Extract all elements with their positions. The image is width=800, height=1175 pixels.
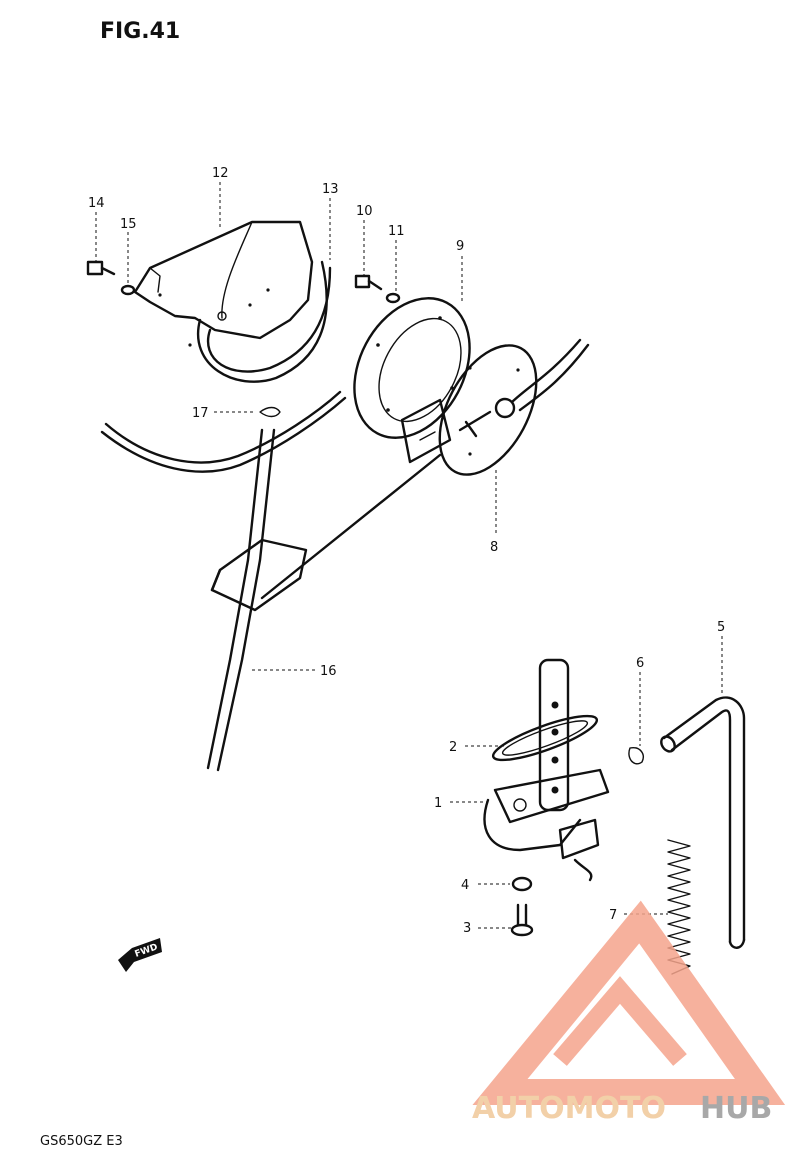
callout-17: 17 <box>192 406 209 421</box>
fwd-arrow: FWD <box>118 938 162 972</box>
part-10-screw <box>354 274 383 291</box>
callout-1: 1 <box>434 796 442 811</box>
part-3-screw <box>510 903 534 937</box>
callout-5: 5 <box>717 620 725 635</box>
part-15-washer <box>120 284 136 296</box>
part-8-fuel-gauge <box>260 338 590 600</box>
part-5-hose <box>660 696 746 949</box>
part-4-washer <box>511 876 533 892</box>
callout-9: 9 <box>456 239 464 254</box>
part-12-cover <box>133 220 314 347</box>
callout-11: 11 <box>388 224 405 239</box>
callout-10: 10 <box>356 204 373 219</box>
callout-15: 15 <box>120 217 137 232</box>
part-6-clip <box>628 747 644 765</box>
watermark-logo: AUTOMOTO HUB <box>472 900 786 1126</box>
callouts: 14 15 12 13 10 11 9 8 17 16 2 1 4 3 6 5 … <box>88 166 725 936</box>
part-2-o-ring <box>491 714 599 762</box>
part-11-washer <box>385 292 401 304</box>
part-16-hose <box>100 390 347 772</box>
callout-3: 3 <box>463 921 471 936</box>
leader-lines <box>95 182 723 929</box>
callout-8: 8 <box>490 540 498 555</box>
part-17-clamp <box>259 406 281 418</box>
callout-4: 4 <box>461 878 469 893</box>
part-13-trim <box>197 260 332 383</box>
model-code: GS650GZ E3 <box>40 1134 123 1149</box>
part-14-screw <box>86 260 116 276</box>
callout-6: 6 <box>636 656 644 671</box>
part-1-fuel-cock <box>483 658 610 882</box>
callout-16: 16 <box>320 664 337 679</box>
figure-title: FIG.41 <box>100 19 180 44</box>
watermark-text-automoto: AUTOMOTO <box>472 1091 666 1126</box>
callout-13: 13 <box>322 182 339 197</box>
callout-2: 2 <box>449 740 457 755</box>
callout-12: 12 <box>212 166 229 181</box>
callout-14: 14 <box>88 196 105 211</box>
callout-7: 7 <box>609 908 617 923</box>
watermark-text-hub: HUB <box>700 1091 772 1126</box>
